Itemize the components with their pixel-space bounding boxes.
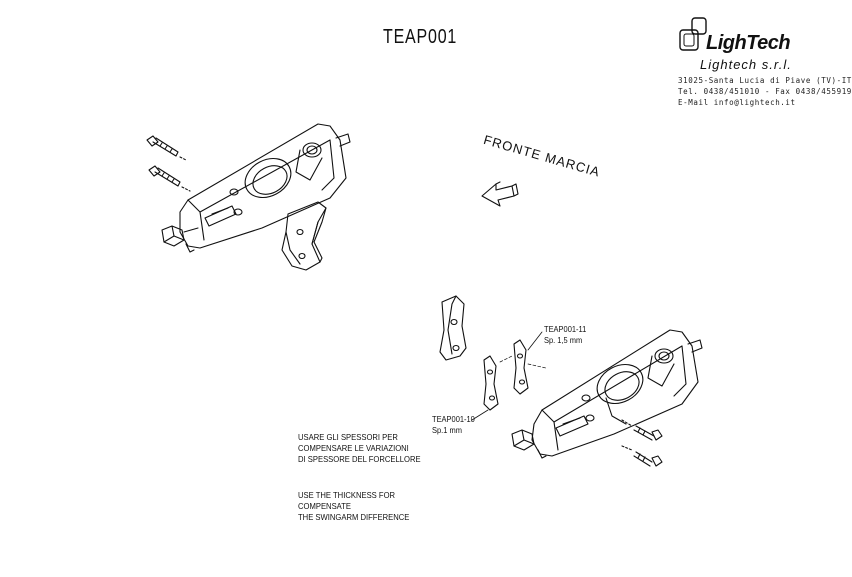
part-code-spacer-15: TEAP001-11 <box>544 324 587 334</box>
chain-adjuster-left <box>161 123 351 253</box>
note-english-line: THE SWINGARM DIFFERENCE <box>298 512 410 522</box>
bolt-bottom-2 <box>621 445 663 467</box>
company-email: E-Mail info@lightech.it <box>678 98 796 107</box>
direction-arrow-icon <box>481 181 519 207</box>
logo-mark-icon <box>679 17 707 51</box>
insert-plate-top <box>281 201 327 271</box>
spacer-plate-15 <box>513 339 529 395</box>
note-italian-line: USARE GLI SPESSORI PER <box>298 432 398 442</box>
company-name: Lightech s.r.l. <box>700 57 792 72</box>
bolt-bottom-1 <box>621 419 663 441</box>
leader-line-spacer-15 <box>527 331 543 351</box>
note-italian: USARE GLI SPESSORI PER COMPENSARE LE VAR… <box>298 432 421 465</box>
note-italian-line: COMPENSARE LE VARIAZIONI <box>298 443 409 453</box>
leader-line-spacer-10 <box>471 409 489 421</box>
company-logo: LighTech <box>676 14 796 54</box>
company-address: 31025-Santa Lucia di Piave (TV)-IT <box>678 76 852 85</box>
chain-adjuster-right <box>511 329 703 459</box>
company-phone-fax: Tel. 0438/451010 - Fax 0438/455919 <box>678 87 852 96</box>
technical-drawing <box>146 123 703 467</box>
bolt-top-1 <box>146 135 187 161</box>
note-english: USE THE THICKNESS FOR COMPENSATE THE SWI… <box>298 490 409 523</box>
assembly-axis-line <box>499 355 547 369</box>
note-italian-line: DI SPESSORE DEL FORCELLORE <box>298 454 421 464</box>
logo-wordmark: LighTech <box>706 32 791 54</box>
part-thickness-spacer-10: Sp.1 mm <box>432 425 462 435</box>
part-code-spacer-10: TEAP001-10 <box>432 414 475 424</box>
spacer-plate-10 <box>483 355 499 411</box>
part-thickness-spacer-15: Sp. 1,5 mm <box>544 335 583 345</box>
bolt-top-2 <box>148 165 191 192</box>
drawing-code: TEAP001 <box>383 26 458 48</box>
note-english-line: COMPENSATE <box>298 501 352 511</box>
insert-plate-large <box>439 295 467 361</box>
note-english-line: USE THE THICKNESS FOR <box>298 490 396 500</box>
